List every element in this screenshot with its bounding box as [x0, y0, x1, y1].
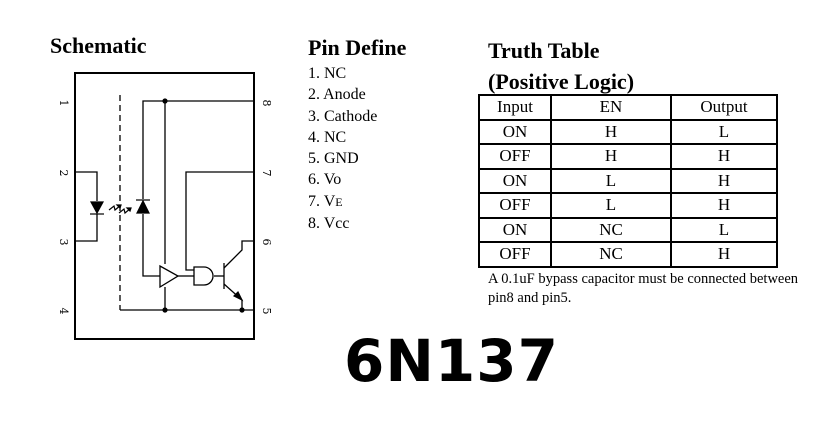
pin-number-1: 1	[57, 100, 70, 107]
cell-en: L	[550, 167, 672, 194]
schematic-diagram: 1 2 3 4 5 6 7 8	[57, 72, 273, 340]
table-row: ON NC L	[478, 216, 778, 243]
anode-wire	[75, 171, 98, 201]
junction-vcc	[162, 98, 168, 104]
cell-output: H	[670, 167, 778, 194]
junction-pin5	[239, 307, 245, 313]
pin-define-heading: Pin Define	[308, 35, 407, 60]
cell-output: H	[670, 192, 778, 219]
truth-table: Input EN Output ON H L OFF H H ON L H OF…	[478, 94, 778, 268]
schematic-heading: Schematic	[50, 33, 147, 58]
cell-en: NC	[550, 241, 672, 268]
led-triangle	[89, 201, 105, 215]
pin-item: 6. Vo	[308, 171, 342, 189]
header-output: Output	[670, 94, 778, 121]
cell-en: H	[550, 118, 672, 145]
pin-item: 8. Vcc	[308, 215, 350, 233]
pin-number-7: 7	[260, 170, 273, 177]
light-arrow-1-head	[115, 204, 122, 210]
pin-item: 4. NC	[308, 128, 347, 146]
pin-number-2: 2	[57, 170, 70, 177]
emitter-arrow	[232, 290, 244, 302]
cell-input: OFF	[478, 241, 552, 268]
cell-en: NC	[550, 216, 672, 243]
photodiode-wire-bottom	[142, 214, 160, 277]
pin-number-6: 6	[260, 239, 273, 246]
cell-output: L	[670, 118, 778, 145]
cell-output: L	[670, 216, 778, 243]
header-input: Input	[478, 94, 552, 121]
table-header-row: Input EN Output	[478, 94, 778, 121]
cell-input: OFF	[478, 143, 552, 170]
part-number: 6N137	[344, 327, 559, 395]
cell-input: ON	[478, 118, 552, 145]
table-row: OFF H H	[478, 143, 778, 170]
light-arrow-2	[118, 207, 132, 215]
light-arrow-1	[108, 204, 122, 212]
pin-number-4: 4	[57, 308, 70, 315]
photodiode-triangle	[136, 199, 150, 214]
truth-table-heading: Truth Table (Positive Logic)	[488, 38, 635, 94]
collector-wire	[223, 240, 254, 269]
cell-en: L	[550, 192, 672, 219]
pin-item: 1. NC	[308, 65, 347, 82]
photodiode-wire-top	[142, 100, 165, 199]
table-row: OFF L H	[478, 192, 778, 219]
cell-output: H	[670, 241, 778, 268]
table-row: OFF NC H	[478, 241, 778, 268]
pin-item: 3. Cathode	[308, 107, 378, 125]
and-gate	[193, 266, 214, 286]
table-row: ON L H	[478, 167, 778, 194]
package-outline	[74, 72, 255, 340]
header-en: EN	[550, 94, 672, 121]
cell-input: ON	[478, 216, 552, 243]
cell-input: OFF	[478, 192, 552, 219]
pin-number-8: 8	[260, 100, 273, 107]
pin-item: 7. VE	[308, 192, 343, 210]
table-row: ON H L	[478, 118, 778, 145]
cell-output: H	[670, 143, 778, 170]
light-arrow-2-head	[125, 207, 132, 213]
pin-define-list: 1. NC 2. Anode 3. Cathode 4. NC 5. GND 6…	[308, 63, 377, 234]
bypass-capacitor-note: A 0.1uF bypass capacitor must be connect…	[488, 271, 799, 306]
amplifier	[159, 264, 180, 289]
junction-gnd	[162, 307, 168, 313]
cathode-wire	[75, 214, 98, 242]
enable-wire	[185, 171, 254, 271]
cell-input: ON	[478, 167, 552, 194]
cell-en: H	[550, 143, 672, 170]
pin-number-5: 5	[260, 308, 273, 315]
pin-item: 5. GND	[308, 150, 359, 168]
pin-number-3: 3	[57, 239, 70, 246]
pin-item: 2. Anode	[308, 86, 366, 104]
